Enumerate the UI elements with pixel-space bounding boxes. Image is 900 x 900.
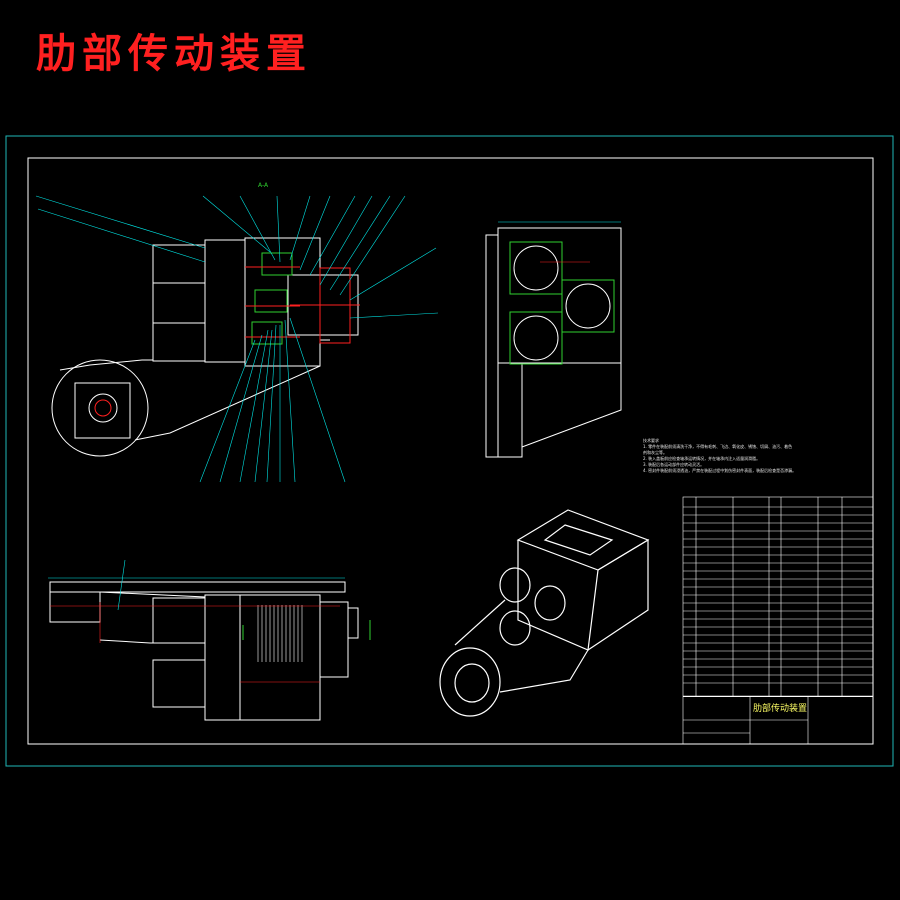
section-view: A-A [35,182,439,483]
top-view [48,559,371,721]
isometric-view [439,509,650,717]
outer-frame [5,135,894,767]
note-line: 4. 密封件装配前须浸透油，严禁在装配过程中划伤密封件表面，装配后检查是否渗漏。 [643,468,797,473]
page-title: 肋部传动装置 [36,30,312,77]
bom-table [682,496,874,745]
notes-heading: 技术要求 [643,438,659,443]
side-view [485,221,622,458]
note-line: 1. 零件在装配前须清洗干净，不得有毛刺、飞边、氧化皮、锈蚀、切屑、油污、着色 [643,444,793,449]
note-line: 剂和灰尘等。 [643,450,667,455]
note-line: 3. 装配后各运动部件应转动灵活。 [643,462,705,467]
note-line: 2. 装入盖板前应检查轴承运转情况，并在轴承内注入适量润滑脂。 [643,456,761,461]
title-block-name: 肋部传动装置 [753,704,808,714]
technical-notes: 技术要求 1. 零件在装配前须清洗干净，不得有毛刺、飞边、氧化皮、锈蚀、切屑、油… [643,438,865,474]
inner-frame [27,157,874,745]
title-block: 肋部传动装置 [683,696,873,745]
section-label: A-A [258,182,269,189]
